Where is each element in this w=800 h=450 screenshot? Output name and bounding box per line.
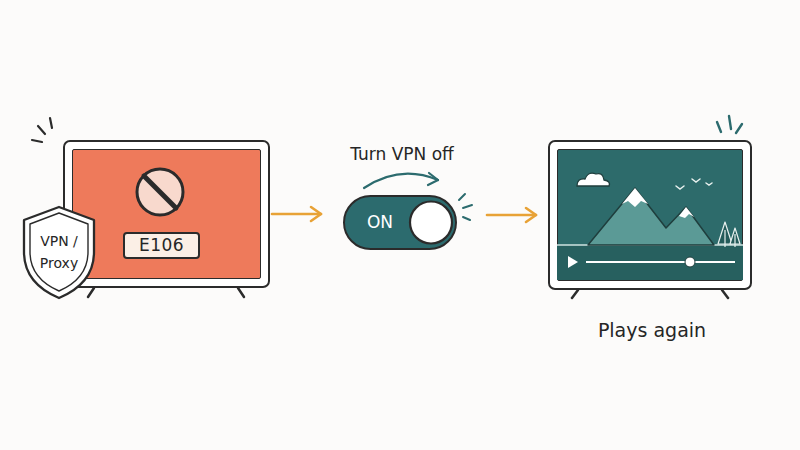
arrow-shaft — [487, 214, 536, 217]
toggle-state: ON — [355, 210, 405, 234]
stand-leg — [572, 290, 578, 298]
tv-screen — [557, 149, 743, 281]
spark — [50, 118, 52, 128]
trunk — [724, 230, 725, 247]
spark — [463, 205, 472, 208]
flow-arrow — [272, 207, 321, 221]
spark — [32, 140, 42, 142]
flow-arrow — [487, 208, 536, 222]
cloud — [577, 173, 609, 186]
curve — [364, 174, 438, 188]
toggle-sparks — [459, 194, 472, 220]
left-sparks — [32, 118, 52, 142]
error-tv: E106 — [63, 140, 270, 288]
result-caption: Plays again — [530, 317, 774, 343]
arrow-head — [311, 207, 321, 221]
progress-bar — [586, 261, 735, 263]
spark — [729, 116, 731, 129]
stand-leg — [238, 288, 244, 297]
snow-cap — [622, 188, 648, 207]
error-code-badge: E106 — [123, 232, 200, 259]
trees — [718, 222, 740, 247]
shield-outline — [20, 204, 98, 300]
tree — [718, 222, 732, 244]
sign-slash — [144, 176, 176, 208]
birds — [676, 179, 712, 189]
left-tv-stand — [88, 288, 244, 297]
toggle-knob — [410, 202, 452, 244]
trunk — [734, 234, 735, 247]
progress-knob — [685, 257, 695, 267]
bird — [676, 186, 684, 189]
spark — [717, 122, 721, 132]
bird — [692, 179, 700, 182]
tv-screen — [72, 149, 261, 279]
spark — [463, 217, 470, 220]
bird — [706, 183, 712, 185]
mountain-scene — [557, 173, 743, 280]
spark — [459, 194, 465, 200]
vpn-toggle: Turn VPN offON — [343, 195, 457, 250]
mountains — [588, 188, 714, 245]
toggle-curved-arrow — [364, 173, 438, 188]
curve-head — [428, 173, 438, 185]
shield-label: VPN / Proxy — [31, 230, 87, 274]
spark — [38, 126, 45, 134]
right-sparks — [717, 116, 742, 133]
prohibition-sign — [137, 169, 183, 215]
arrow-shaft — [272, 213, 321, 216]
sign-ring — [137, 169, 183, 215]
snow-cap — [679, 207, 694, 218]
spark — [736, 124, 742, 133]
tree — [730, 228, 740, 244]
shield-shape — [24, 207, 94, 298]
ground — [557, 245, 743, 280]
right-tv-stand — [572, 290, 728, 298]
shield-inner-line — [30, 213, 88, 291]
playing-tv: Plays again — [548, 140, 752, 290]
horizon — [557, 244, 743, 246]
step-heading: Turn VPN off — [285, 143, 519, 165]
stand-leg — [722, 290, 728, 298]
play-icon — [568, 256, 578, 268]
vpn-shield: VPN / Proxy — [20, 204, 98, 300]
stand-leg — [88, 288, 94, 297]
knob — [410, 202, 452, 244]
arrow-head — [526, 208, 536, 222]
